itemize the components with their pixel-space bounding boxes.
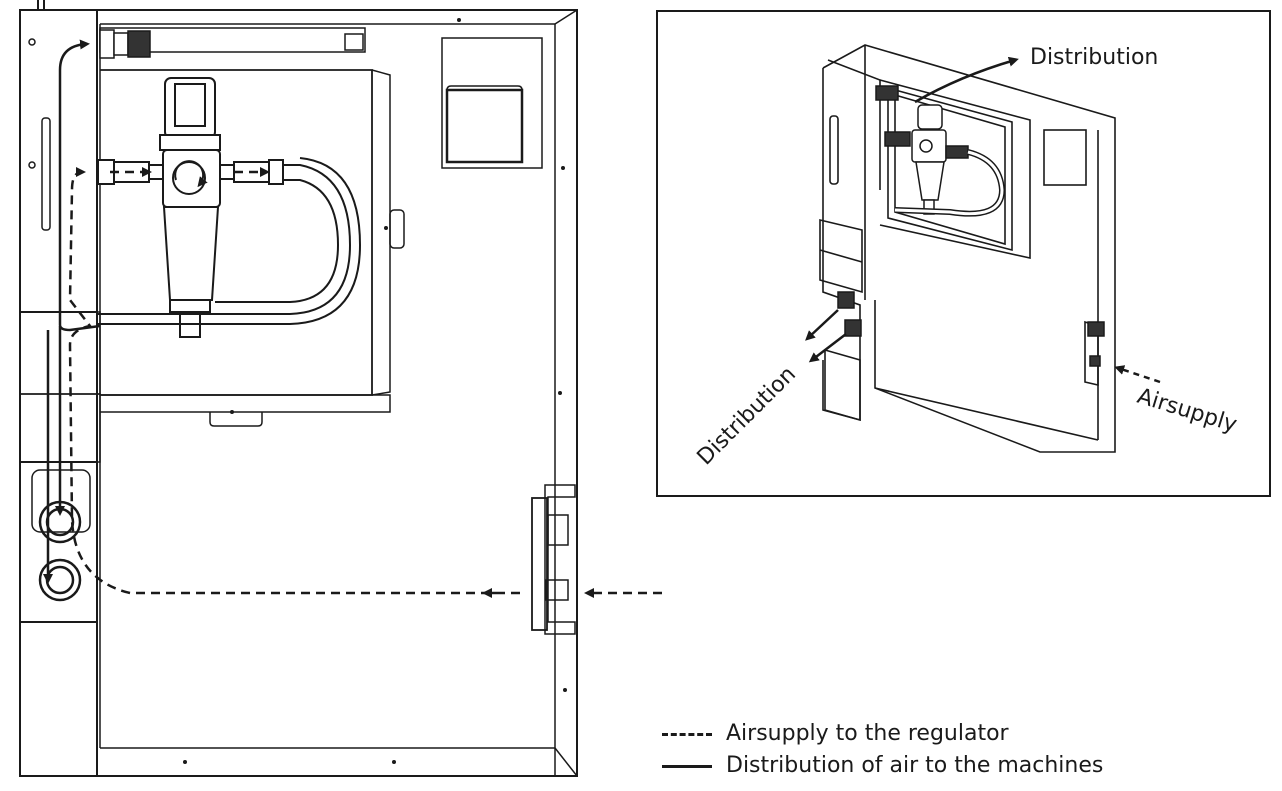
solid-line-swatch xyxy=(662,764,712,768)
cabinet-body xyxy=(97,9,578,777)
legend-item-dashed: Airsupply to the regulator xyxy=(662,718,1103,750)
airsupply-path xyxy=(68,167,662,595)
top-coupling xyxy=(99,29,151,59)
legend-label-dashed: Airsupply to the regulator xyxy=(726,721,1009,746)
filter-regulator xyxy=(97,77,284,338)
left-side-panel xyxy=(19,9,98,777)
legend-label-solid: Distribution of air to the machines xyxy=(726,753,1104,778)
legend-item-solid: Distribution of air to the machines xyxy=(662,750,1103,782)
inset-cabinet-3d xyxy=(819,44,1116,453)
mounting-plate xyxy=(100,69,373,396)
inset-arrows xyxy=(805,56,1161,384)
cabinet-front-view xyxy=(19,0,578,777)
legend: Airsupply to the regulator Distribution … xyxy=(662,718,1103,782)
inset-regulator xyxy=(837,85,1105,367)
air-hose xyxy=(97,157,362,325)
inset-frame xyxy=(656,10,1271,497)
outlet-ports xyxy=(38,500,82,602)
dashed-line-swatch xyxy=(662,732,712,736)
junction-box xyxy=(441,37,543,169)
inset-label-distribution-top: Distribution xyxy=(1030,45,1158,70)
